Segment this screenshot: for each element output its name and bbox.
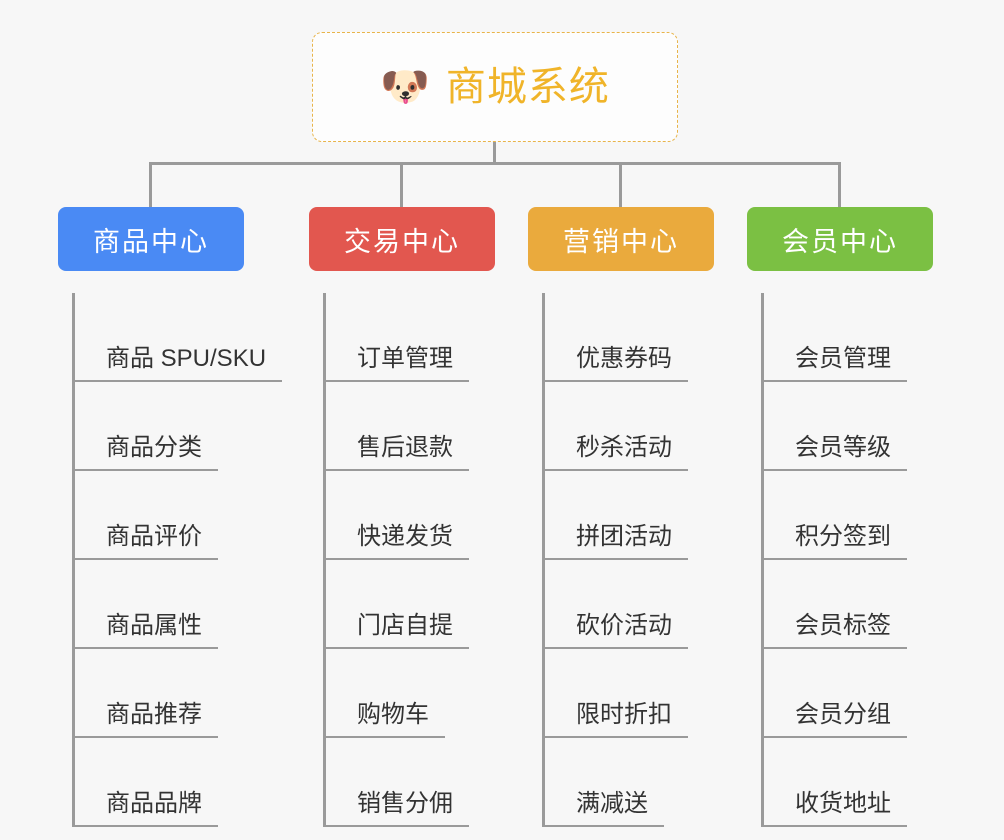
leaf-item[interactable]: 商品推荐 xyxy=(72,649,218,738)
leaf-item-label: 会员分组 xyxy=(761,701,907,738)
leaf-item-label: 会员标签 xyxy=(761,612,907,649)
category-header-label: 交易中心 xyxy=(344,226,460,257)
leaf-item-label: 售后退款 xyxy=(323,434,469,471)
leaf-item-label: 秒杀活动 xyxy=(542,434,688,471)
leaf-item[interactable]: 商品评价 xyxy=(72,471,218,560)
branch-connector-1 xyxy=(149,162,152,208)
leaf-item[interactable]: 积分签到 xyxy=(761,471,907,560)
leaf-item[interactable]: 砍价活动 xyxy=(542,560,688,649)
category-column-4: 会员中心会员管理会员等级积分签到会员标签会员分组收货地址 xyxy=(747,207,933,827)
leaf-item-label: 限时折扣 xyxy=(542,701,688,738)
leaf-list-2: 订单管理售后退款快递发货门店自提购物车销售分佣 xyxy=(309,293,495,827)
leaf-item-label: 满减送 xyxy=(542,790,664,827)
leaf-item[interactable]: 优惠券码 xyxy=(542,293,688,382)
category-header-1[interactable]: 商品中心 xyxy=(58,207,244,271)
root-title: 商城系统 xyxy=(445,65,610,109)
leaf-list-3: 优惠券码秒杀活动拼团活动砍价活动限时折扣满减送 xyxy=(528,293,714,827)
branch-connector-2 xyxy=(400,162,403,208)
category-header-label: 营销中心 xyxy=(563,226,679,257)
shiba-dog-face-icon: 🐶 xyxy=(380,65,430,109)
category-column-1: 商品中心商品 SPU/SKU 商品分类商品评价商品属性商品推荐商品品牌 xyxy=(58,207,283,827)
leaf-item-label: 商品 SPU/SKU xyxy=(72,345,283,382)
leaf-item[interactable]: 限时折扣 xyxy=(542,649,688,738)
category-header-label: 商品中心 xyxy=(93,226,209,257)
leaf-item[interactable]: 满减送 xyxy=(542,738,664,827)
root-node[interactable]: 🐶 商城系统 xyxy=(312,32,678,142)
leaf-item-label: 会员等级 xyxy=(761,434,907,471)
leaf-item-label: 砍价活动 xyxy=(542,612,688,649)
leaf-item[interactable]: 售后退款 xyxy=(323,382,469,471)
leaf-item-label: 购物车 xyxy=(323,701,445,738)
leaf-item-label: 商品评价 xyxy=(72,523,218,560)
category-column-3: 营销中心优惠券码秒杀活动拼团活动砍价活动限时折扣满减送 xyxy=(528,207,714,827)
category-header-3[interactable]: 营销中心 xyxy=(528,207,714,271)
category-rail-2 xyxy=(323,293,326,827)
root-stem-connector xyxy=(493,142,496,164)
leaf-item-label: 会员管理 xyxy=(761,345,907,382)
leaf-item-label: 积分签到 xyxy=(761,523,907,560)
leaf-item[interactable]: 秒杀活动 xyxy=(542,382,688,471)
leaf-item-label: 商品分类 xyxy=(72,434,218,471)
branch-connector-4 xyxy=(838,162,841,208)
category-rail-1 xyxy=(72,293,75,827)
leaf-item-label: 拼团活动 xyxy=(542,523,688,560)
bus-connector xyxy=(149,162,841,165)
leaf-item-label: 商品属性 xyxy=(72,612,218,649)
leaf-item-label: 商品推荐 xyxy=(72,701,218,738)
leaf-item-label: 订单管理 xyxy=(323,345,469,382)
category-column-2: 交易中心订单管理售后退款快递发货门店自提购物车销售分佣 xyxy=(309,207,495,827)
leaf-item[interactable]: 拼团活动 xyxy=(542,471,688,560)
category-header-2[interactable]: 交易中心 xyxy=(309,207,495,271)
leaf-item[interactable]: 收货地址 xyxy=(761,738,907,827)
category-header-4[interactable]: 会员中心 xyxy=(747,207,933,271)
leaf-item[interactable]: 商品分类 xyxy=(72,382,218,471)
leaf-item[interactable]: 购物车 xyxy=(323,649,445,738)
category-rail-3 xyxy=(542,293,545,827)
leaf-item[interactable]: 订单管理 xyxy=(323,293,469,382)
leaf-item[interactable]: 会员分组 xyxy=(761,649,907,738)
leaf-list-1: 商品 SPU/SKU 商品分类商品评价商品属性商品推荐商品品牌 xyxy=(58,293,283,827)
leaf-item-label: 商品品牌 xyxy=(72,790,218,827)
category-header-label: 会员中心 xyxy=(782,226,898,257)
leaf-item[interactable]: 商品 SPU/SKU xyxy=(72,293,283,382)
leaf-item-label: 快递发货 xyxy=(323,523,469,560)
leaf-item[interactable]: 门店自提 xyxy=(323,560,469,649)
leaf-item[interactable]: 销售分佣 xyxy=(323,738,469,827)
leaf-item[interactable]: 会员管理 xyxy=(761,293,907,382)
leaf-item-label: 收货地址 xyxy=(761,790,907,827)
leaf-list-4: 会员管理会员等级积分签到会员标签会员分组收货地址 xyxy=(747,293,933,827)
leaf-item-label: 销售分佣 xyxy=(323,790,469,827)
leaf-item[interactable]: 会员等级 xyxy=(761,382,907,471)
leaf-item[interactable]: 商品品牌 xyxy=(72,738,218,827)
leaf-item[interactable]: 快递发货 xyxy=(323,471,469,560)
leaf-item-label: 优惠券码 xyxy=(542,345,688,382)
leaf-item-label: 门店自提 xyxy=(323,612,469,649)
leaf-item[interactable]: 会员标签 xyxy=(761,560,907,649)
branch-connector-3 xyxy=(619,162,622,208)
leaf-item[interactable]: 商品属性 xyxy=(72,560,218,649)
category-rail-4 xyxy=(761,293,764,827)
